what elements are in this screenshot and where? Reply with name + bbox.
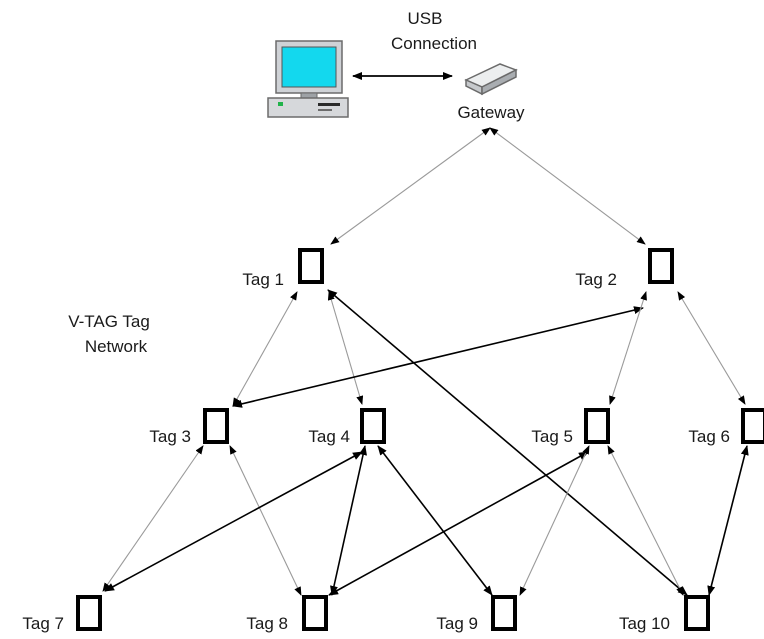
tag-node: Tag 3 [149,408,229,446]
tag-label: Tag 6 [688,427,730,446]
network-link-arrow [229,445,302,596]
network-link-arrow [519,445,590,596]
gateway-label: Gateway [457,103,525,122]
tag-device-icon [741,408,764,444]
tag-label: Tag 3 [149,427,191,446]
tag-label: Tag 10 [619,614,670,633]
network-link-arrow [330,127,491,245]
network-link-arrow [609,291,647,405]
tag-label: Tag 2 [575,270,617,289]
gateway-device-icon [464,63,518,96]
network-link-arrow [607,445,684,596]
link-layer [102,127,749,596]
tag-label: Tag 8 [246,614,288,633]
tag-label: Tag 4 [308,427,350,446]
tag-device-icon [491,595,517,631]
tag-node: Tag 5 [531,408,610,446]
network-link-arrow [327,291,364,405]
network-link-arrow [489,127,646,245]
tag-label: Tag 1 [242,270,284,289]
tag-node: Tag 8 [246,595,328,633]
connection-label-line1: USB [408,9,443,28]
connection-label-line2: Connection [391,34,477,53]
network-label-line1: V-TAG Tag [68,312,150,331]
tag-device-icon [684,595,710,631]
network-link-arrow [102,445,204,592]
tag-node: Tag 10 [619,595,710,633]
network-link-arrow [232,306,644,408]
tag-label: Tag 7 [22,614,64,633]
tag-device-icon [298,248,324,284]
network-link-arrow [377,445,493,596]
tag-device-icon [648,248,674,284]
tag-device-icon [76,595,102,631]
network-link-arrow [232,291,298,407]
tag-label: Tag 5 [531,427,573,446]
tag-node: Tag 7 [22,595,102,633]
tag-node: Tag 2 [575,248,674,289]
network-link-arrow [104,451,363,592]
tag-device-icon [302,595,328,631]
computer-icon [267,40,349,118]
tag-node: Tag 1 [242,248,324,289]
tag-device-icon [360,408,386,444]
tag-label: Tag 9 [436,614,478,633]
network-link-arrow [707,445,749,596]
tag-device-icon [203,408,229,444]
tag-node: Tag 4 [308,408,386,446]
network-link-arrow [328,451,589,596]
network-label-line2: Network [85,337,148,356]
tag-layer: Tag 1 Tag 2 Tag 3 Tag 4 Tag 5 Tag 6 Tag 7 Tag 8… [22,248,764,633]
tag-node: Tag 9 [436,595,517,633]
network-link-arrow [330,445,367,596]
tag-device-icon [584,408,610,444]
tag-node: Tag 6 [688,408,764,446]
network-link-arrow [677,291,746,405]
